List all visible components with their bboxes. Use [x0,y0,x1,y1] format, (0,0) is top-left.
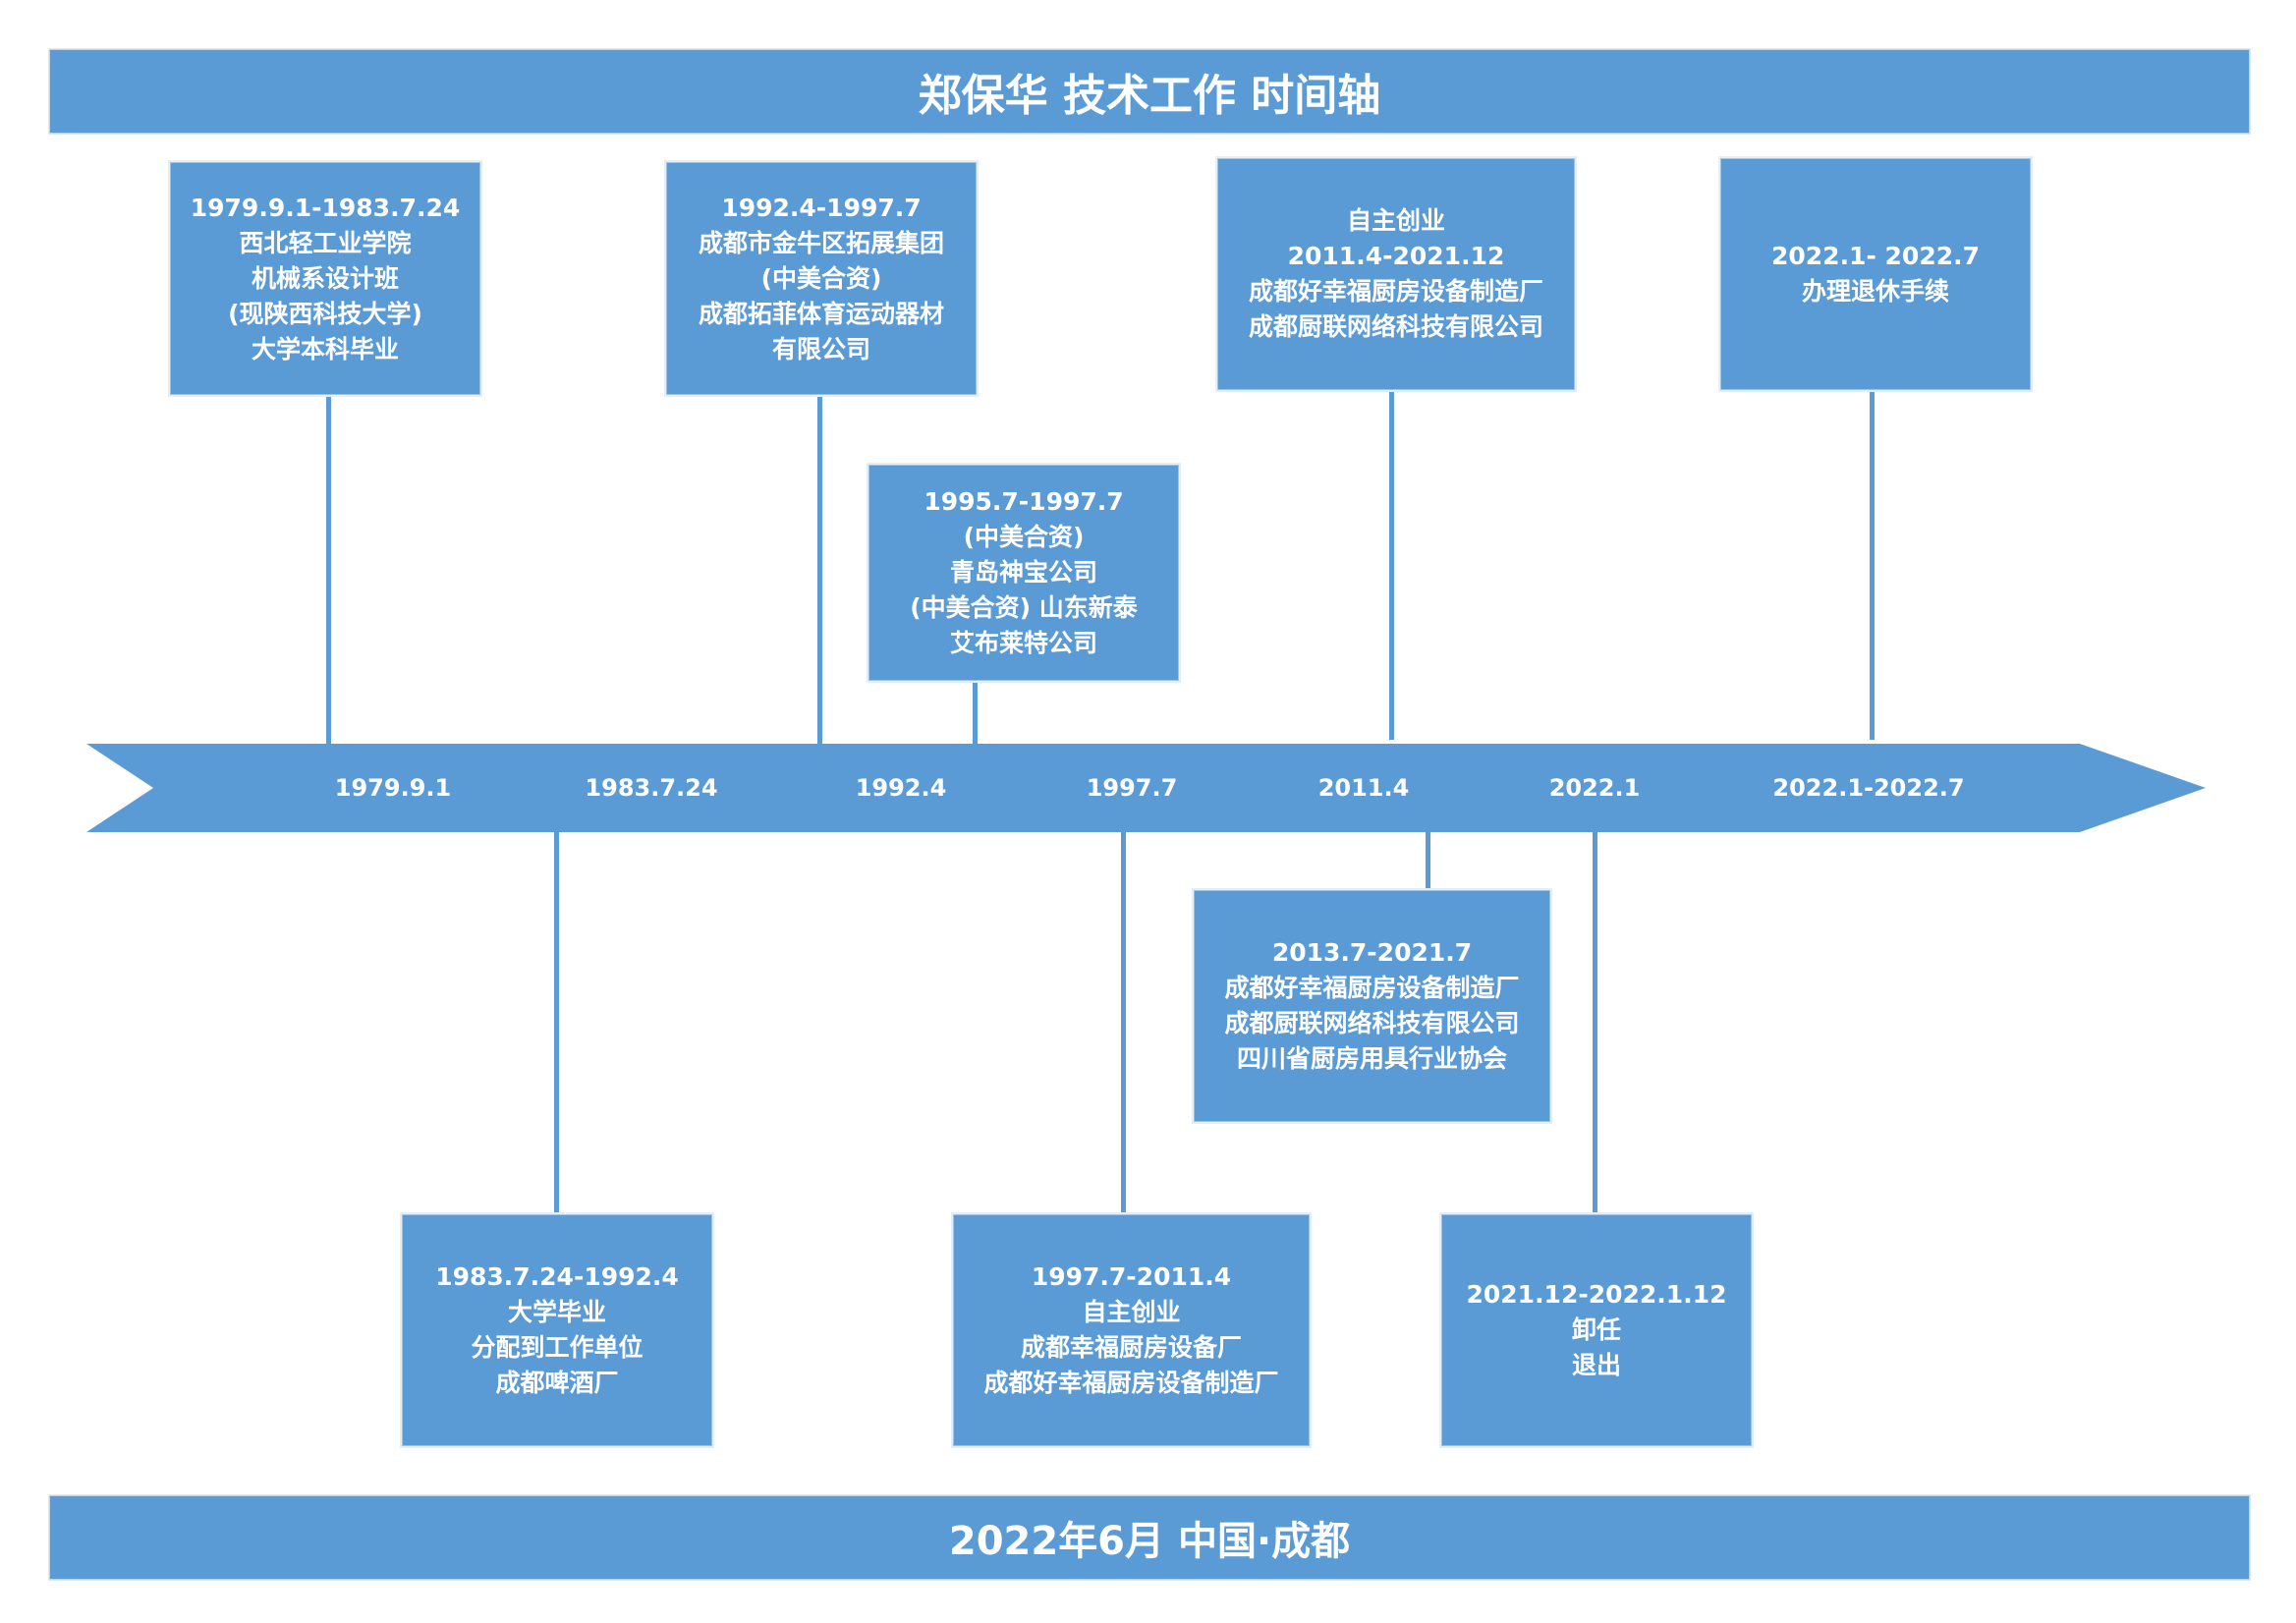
axis-label-2011: 2011.4 [1317,774,1410,802]
event-box-1995: 1995.7-1997.7 (中美合资) 青岛神宝公司 (中美合资) 山东新泰 … [868,465,1179,681]
event-line: 艾布莱特公司 [949,629,1097,657]
event-line: 2011.4-2021.12 [1287,242,1505,270]
timeline-arrow-shape [86,744,2206,832]
event-line: 青岛神宝公司 [949,558,1097,587]
event-box-1992: 1992.4-1997.7 成都市金牛区拓展集团 (中美合资) 成都拓菲体育运动… [666,162,977,395]
event-line: 2022.1- 2022.7 [1770,242,1981,270]
event-box-1979: 1979.9.1-1983.7.24 西北轻工业学院 机械系设计班 (现陕西科技… [170,162,480,395]
event-line: 2021.12-2022.1.12 [1466,1280,1727,1309]
axis-label-2022: 2022.1 [1548,774,1641,802]
connector-above-4 [1389,390,1394,740]
connector-below-4 [1593,831,1597,1214]
event-line: 大学本科毕业 [251,334,399,364]
axis-label-1997: 1997.7 [1086,774,1178,802]
event-line: 1992.4-1997.7 [721,193,922,222]
axis-label-1992: 1992.4 [855,774,947,802]
event-line: (中美合资) [963,523,1085,551]
event-box-1983: 1983.7.24-1992.4 大学毕业 分配到工作单位 成都啤酒厂 [402,1214,712,1446]
event-line: 成都拓菲体育运动器材 [698,299,944,328]
event-line: 自主创业 [1082,1298,1181,1326]
timeline-footer: 2022年6月 中国·成都 [49,1495,2250,1580]
connector-above-2 [817,395,822,745]
event-line: 大学毕业 [507,1298,606,1326]
connector-above-3 [973,681,978,745]
event-line: (现陕西科技大学) [228,299,422,328]
event-line: 分配到工作单位 [471,1333,644,1362]
event-line: 成都市金牛区拓展集团 [698,228,944,257]
event-line: 1997.7-2011.4 [1031,1262,1232,1291]
connector-below-3 [1426,831,1430,890]
event-line: 成都幸福厨房设备厂 [1020,1333,1242,1362]
event-line: (中美合资) 山东新泰 [910,593,1138,622]
event-line: 成都厨联网络科技有限公司 [1248,312,1543,341]
event-line: 退出 [1571,1351,1621,1379]
timeline-title: 郑保华 技术工作 时间轴 [49,49,2250,134]
event-line: 办理退休手续 [1801,277,1949,306]
connector-below-1 [554,831,559,1214]
event-line: 机械系设计班 [251,263,399,293]
event-box-1997: 1997.7-2011.4 自主创业 成都幸福厨房设备厂 成都好幸福厨房设备制造… [953,1214,1310,1446]
event-line: 成都好幸福厨房设备制造厂 [1224,974,1520,1002]
connector-below-2 [1121,831,1126,1214]
event-line: (中美合资) [760,263,882,293]
event-line: 成都厨联网络科技有限公司 [1224,1009,1520,1037]
event-line: 成都啤酒厂 [495,1369,619,1397]
event-box-2022: 2022.1- 2022.7 办理退休手续 [1720,158,2031,390]
connector-above-1 [326,395,331,745]
event-line: 卸任 [1571,1315,1621,1344]
event-line: 成都好幸福厨房设备制造厂 [1248,277,1543,306]
connector-above-5 [1870,390,1875,740]
event-line: 1979.9.1-1983.7.24 [190,193,461,222]
event-line: 自主创业 [1346,206,1445,235]
event-line: 1983.7.24-1992.4 [435,1262,679,1291]
axis-label-1983: 1983.7.24 [585,774,718,802]
event-line: 1995.7-1997.7 [924,487,1124,516]
event-line: 四川省厨房用具行业协会 [1236,1044,1507,1073]
event-line: 有限公司 [771,334,870,364]
event-line: 2013.7-2021.7 [1271,938,1473,967]
event-box-2021: 2021.12-2022.1.12 卸任 退出 [1441,1214,1752,1446]
event-line: 成都好幸福厨房设备制造厂 [983,1369,1279,1397]
event-box-2013: 2013.7-2021.7 成都好幸福厨房设备制造厂 成都厨联网络科技有限公司 … [1194,890,1550,1122]
event-line: 西北轻工业学院 [239,228,412,257]
event-box-2011: 自主创业 2011.4-2021.12 成都好幸福厨房设备制造厂 成都厨联网络科… [1217,158,1575,390]
axis-label-2022-range: 2022.1-2022.7 [1772,774,1965,802]
axis-label-1979: 1979.9.1 [334,774,452,802]
